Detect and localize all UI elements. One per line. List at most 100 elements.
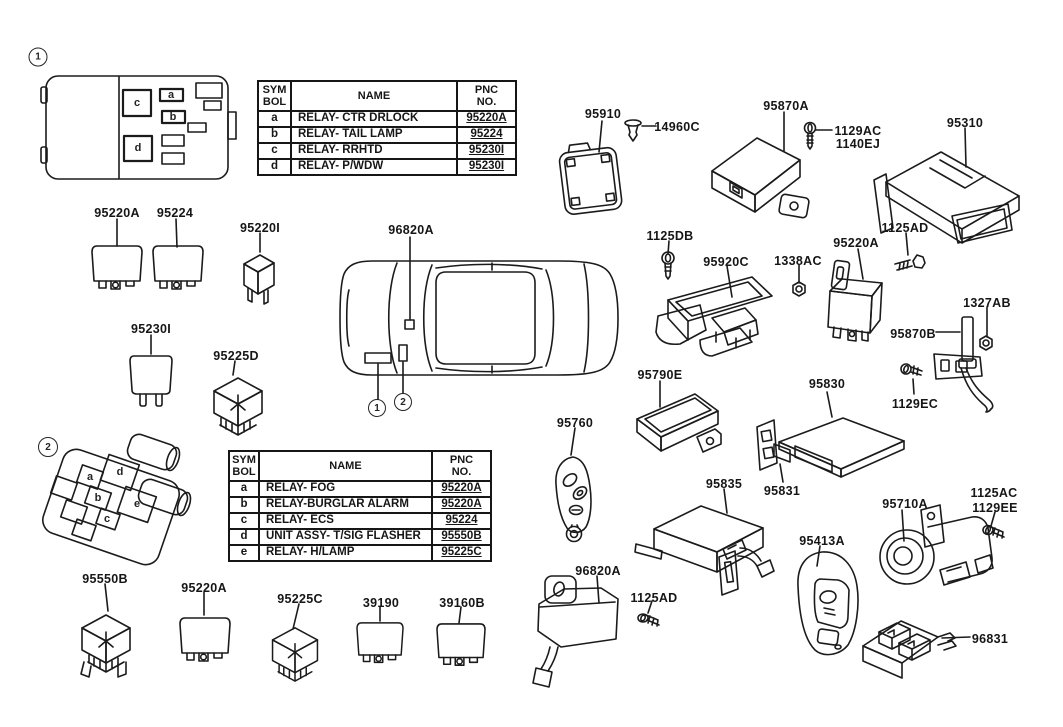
fusebox2-slot-c: c <box>103 513 111 525</box>
fuse-box-1-drawing <box>40 75 237 180</box>
part-label-95224: 95224 <box>156 206 194 220</box>
transmitter-95760-drawing <box>555 456 592 543</box>
fusebox1-slot-d: d <box>134 142 142 154</box>
relay-95220i-drawing <box>243 254 275 305</box>
symbol-cell: a <box>257 110 292 128</box>
relay-95220a-top-drawing <box>91 245 143 290</box>
part-label-95220a-mid: 95220A <box>833 236 879 250</box>
car-top-view-drawing <box>339 260 619 376</box>
bracket-96831-drawing <box>862 620 957 679</box>
leader-lines <box>104 111 996 639</box>
screw-1125ad-bottom-drawing <box>637 613 660 627</box>
name-cell: RELAY- H/LAMP <box>258 544 433 562</box>
part-label-1125ad-top: 1125AD <box>881 221 929 235</box>
screw-1129ac-drawing <box>803 121 817 150</box>
symbol-cell: b <box>257 126 292 144</box>
symbol-cell: d <box>257 158 292 176</box>
table-row: c RELAY- ECS 95224 <box>228 512 492 530</box>
part-label-39160b: 39160B <box>439 596 485 610</box>
relay-95225c-drawing <box>271 627 319 682</box>
pnc-link[interactable]: 95224 <box>431 512 492 530</box>
name-cell: RELAY- CTR DRLOCK <box>290 110 458 128</box>
table-row: a RELAY- CTR DRLOCK 95220A <box>257 110 517 128</box>
bolt-1125ad-top-drawing <box>894 254 926 271</box>
pnc-link[interactable]: 95224 <box>456 126 517 144</box>
sensor-95870b-drawing <box>933 316 994 413</box>
horn-95710a-drawing <box>879 504 994 586</box>
nut-1338ac-drawing <box>792 281 806 297</box>
fusebox1-slot-b: b <box>169 111 177 123</box>
part-label-96831: 96831 <box>971 632 1009 646</box>
relay-95220a-mid-drawing <box>827 259 883 342</box>
symbol-table-1: SYM BOL NAME PNC NO. a RELAY- CTR DRLOCK… <box>257 80 517 176</box>
part-label-1125ac: 1125AC <box>970 486 1018 500</box>
part-label-95220a-bottom: 95220A <box>181 581 227 595</box>
pnc-link[interactable]: 95230I <box>456 142 517 160</box>
fusebox1-slot-a: a <box>167 89 175 101</box>
pnc-link[interactable]: 95220A <box>456 110 517 128</box>
table1-header-pnc: PNC NO. <box>456 80 517 112</box>
relay-95220a-bottom-drawing <box>179 617 231 662</box>
module-95830-drawing <box>778 417 905 478</box>
table-row: b RELAY-BURGLAR ALARM 95220A <box>228 496 492 514</box>
name-cell: RELAY- ECS <box>258 512 433 530</box>
section-1-marker: 1 <box>28 47 48 67</box>
part-label-95790e: 95790E <box>637 368 683 382</box>
screw-1125db-drawing <box>661 251 675 280</box>
bracket-95831-drawing <box>756 419 791 471</box>
part-label-95710a: 95710A <box>882 497 928 511</box>
part-label-95760: 95760 <box>556 416 594 430</box>
module-95835-drawing <box>634 505 775 596</box>
bracket-95920c-drawing <box>655 276 773 357</box>
part-label-39190: 39190 <box>362 596 400 610</box>
part-label-95220i: 95220I <box>239 221 281 235</box>
car-callout-1: 1 <box>368 399 386 417</box>
relay-39160b-drawing <box>436 623 486 666</box>
screw-1125ac-drawing <box>982 524 1005 539</box>
table1-header-symbol: SYM BOL <box>257 80 292 112</box>
table-row: d UNIT ASSY- T/SIG FLASHER 95550B <box>228 528 492 546</box>
module-95910-drawing <box>558 142 623 215</box>
part-label-95220a-top: 95220A <box>94 206 140 220</box>
part-label-95225c: 95225C <box>277 592 323 606</box>
table-row: b RELAY- TAIL LAMP 95224 <box>257 126 517 144</box>
symbol-cell: e <box>228 544 260 562</box>
relay-95550b-drawing <box>80 614 131 678</box>
pnc-link[interactable]: 95225C <box>431 544 492 562</box>
pnc-link[interactable]: 95220A <box>431 496 492 514</box>
part-label-1140ej: 1140EJ <box>835 137 881 151</box>
part-label-95870a: 95870A <box>763 99 809 113</box>
name-cell: RELAY- FOG <box>258 480 433 498</box>
part-label-95413a: 95413A <box>799 534 845 548</box>
clip-14960c-drawing <box>624 119 642 142</box>
part-label-95831: 95831 <box>763 484 801 498</box>
table2-header-pnc: PNC NO. <box>431 450 492 482</box>
part-label-1327ab: 1327AB <box>963 296 1011 310</box>
table-row: e RELAY- H/LAMP 95225C <box>228 544 492 562</box>
name-cell: RELAY- RRHTD <box>290 142 458 160</box>
table2-header-name: NAME <box>258 450 433 482</box>
nut-1327ab-drawing <box>979 335 993 351</box>
antenna-96820a-part-drawing <box>532 575 619 688</box>
table-row: c RELAY- RRHTD 95230I <box>257 142 517 160</box>
part-label-1125ad-bottom: 1125AD <box>630 591 678 605</box>
part-label-95835: 95835 <box>705 477 743 491</box>
table2-header-row: SYM BOL NAME PNC NO. <box>228 450 492 482</box>
name-cell: UNIT ASSY- T/SIG FLASHER <box>258 528 433 546</box>
symbol-cell: d <box>228 528 260 546</box>
module-95870a-drawing <box>711 137 810 219</box>
module-95310-drawing <box>873 151 1020 244</box>
part-label-96820a-car: 96820A <box>388 223 434 237</box>
table-row: d RELAY- P/WDW 95230I <box>257 158 517 176</box>
fusebox2-slot-d: d <box>116 466 124 478</box>
pnc-link[interactable]: 95230I <box>456 158 517 176</box>
part-label-1129ec: 1129EC <box>891 397 939 411</box>
pnc-link[interactable]: 95220A <box>431 480 492 498</box>
pnc-link[interactable]: 95550B <box>431 528 492 546</box>
part-label-95550b: 95550B <box>82 572 128 586</box>
name-cell: RELAY- P/WDW <box>290 158 458 176</box>
table-row: a RELAY- FOG 95220A <box>228 480 492 498</box>
table1-header-name: NAME <box>290 80 458 112</box>
part-label-96820a-part: 96820A <box>575 564 621 578</box>
